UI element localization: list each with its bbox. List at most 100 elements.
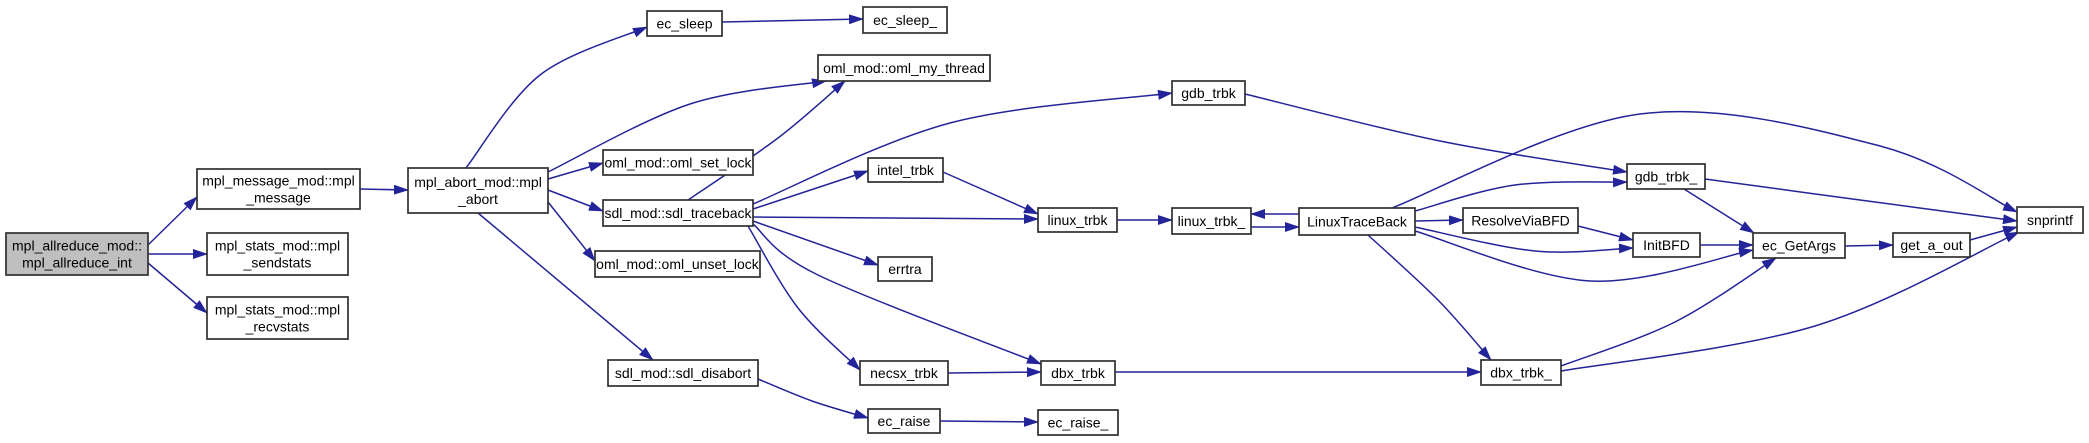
edge-mpl_abort-to-oml_unset_lock — [547, 201, 596, 262]
node-label: LinuxTraceBack — [1307, 214, 1408, 230]
edge-mpl_allreduce_int-to-mpl_recvstats — [147, 262, 208, 314]
node-label: mpl_abort_mod::mpl_abort — [414, 174, 542, 207]
node-box[interactable] — [859, 360, 949, 386]
node-box[interactable] — [1040, 360, 1116, 386]
node-label: ec_raise — [878, 413, 931, 429]
node-necsx_trbk[interactable]: necsx_trbk — [859, 360, 949, 386]
node-box — [5, 232, 149, 276]
node-label: ec_raise_ — [1048, 415, 1109, 431]
node-linux_trbk[interactable]: linux_trbk — [1037, 207, 1118, 233]
edge-sdl_traceback-to-oml_my_thread — [687, 80, 846, 201]
node-box[interactable] — [1171, 207, 1252, 235]
edge-LinuxTraceBack-to-ec_GetArgs — [1414, 230, 1754, 282]
node-ResolveViaBFD[interactable]: ResolveViaBFD — [1462, 207, 1579, 234]
node-label: sdl_mod::sdl_traceback — [604, 205, 752, 221]
node-label: dbx_trbk — [1051, 365, 1106, 381]
edge-LinuxTraceBack-to-gdb_trbk_ — [1414, 177, 1628, 212]
node-LinuxTraceBack[interactable]: LinuxTraceBack — [1298, 207, 1416, 236]
node-label: InitBFD — [1643, 237, 1690, 253]
node-label: oml_mod::oml_unset_lock — [596, 256, 760, 272]
node-label: mpl_stats_mod::mpl_recvstats — [215, 302, 340, 335]
edge-sdl_traceback-to-linux_trbk — [752, 213, 1039, 224]
node-label: errtra — [888, 261, 922, 277]
edge-LinuxTraceBack-to-InitBFD — [1414, 226, 1634, 254]
edge-mpl_abort-to-ec_sleep — [465, 26, 648, 169]
node-box[interactable] — [1037, 207, 1118, 233]
node-box[interactable] — [602, 149, 754, 176]
node-label: mpl_allreduce_mod::mpl_allreduce_int — [12, 238, 142, 271]
node-errtra[interactable]: errtra — [877, 256, 933, 282]
node-sdl_traceback[interactable]: sdl_mod::sdl_traceback — [602, 199, 754, 227]
node-snprintf[interactable]: snprintf — [2016, 206, 2084, 234]
node-box[interactable] — [1626, 163, 1706, 190]
node-box[interactable] — [1171, 80, 1246, 106]
node-label: ec_GetArgs — [1762, 238, 1836, 254]
edge-sdl_traceback-to-errtra — [752, 220, 879, 266]
node-dbx_trbk[interactable]: dbx_trbk — [1040, 360, 1116, 386]
node-label: get_a_out — [1900, 237, 1962, 253]
node-label: gdb_trbk — [1181, 85, 1236, 101]
node-ec_raise_[interactable]: ec_raise_ — [1037, 409, 1119, 436]
node-get_a_out[interactable]: get_a_out — [1892, 232, 1971, 258]
node-box[interactable] — [407, 167, 549, 214]
edge-sdl_traceback-to-gdb_trbk — [752, 89, 1173, 205]
edge-mpl_message-to-mpl_abort — [359, 184, 409, 195]
node-box[interactable] — [196, 168, 361, 210]
node-box[interactable] — [862, 6, 948, 34]
node-box[interactable] — [867, 157, 944, 183]
node-box[interactable] — [607, 359, 759, 387]
node-box[interactable] — [1480, 359, 1562, 386]
node-label: mpl_stats_mod::mpl_sendstats — [215, 238, 340, 271]
node-ec_sleep[interactable]: ec_sleep — [646, 10, 723, 37]
node-mpl_sendstats[interactable]: mpl_stats_mod::mpl_sendstats — [206, 232, 349, 276]
node-sdl_disabort[interactable]: sdl_mod::sdl_disabort — [607, 359, 759, 387]
node-oml_set_lock[interactable]: oml_mod::oml_set_lock — [602, 149, 754, 176]
node-box[interactable] — [1037, 409, 1119, 436]
node-label: oml_mod::oml_my_thread — [823, 60, 985, 76]
node-box[interactable] — [1462, 207, 1579, 234]
node-box[interactable] — [602, 199, 754, 227]
node-box[interactable] — [206, 296, 349, 340]
edge-ec_GetArgs-to-get_a_out — [1844, 240, 1894, 251]
node-box[interactable] — [867, 408, 941, 434]
node-label: intel_trbk — [877, 162, 935, 178]
node-box[interactable] — [2016, 206, 2084, 234]
node-gdb_trbk[interactable]: gdb_trbk — [1171, 80, 1246, 106]
node-InitBFD[interactable]: InitBFD — [1632, 232, 1701, 258]
node-box[interactable] — [877, 256, 933, 282]
node-mpl_recvstats[interactable]: mpl_stats_mod::mpl_recvstats — [206, 296, 349, 340]
node-mpl_message[interactable]: mpl_message_mod::mpl_message — [196, 168, 361, 210]
edge-ec_raise-to-ec_raise_ — [939, 416, 1039, 427]
node-label: linux_trbk_ — [1178, 213, 1246, 229]
node-box[interactable] — [594, 250, 761, 278]
node-label: dbx_trbk_ — [1490, 365, 1552, 381]
edge-ec_sleep-to-ec_sleep_ — [721, 14, 864, 25]
node-ec_raise[interactable]: ec_raise — [867, 408, 941, 434]
node-ec_GetArgs[interactable]: ec_GetArgs — [1752, 232, 1846, 259]
node-linux_trbk_[interactable]: linux_trbk_ — [1171, 207, 1252, 235]
node-box[interactable] — [1752, 232, 1846, 259]
node-label: ResolveViaBFD — [1471, 213, 1570, 229]
node-gdb_trbk_[interactable]: gdb_trbk_ — [1626, 163, 1706, 190]
node-oml_unset_lock[interactable]: oml_mod::oml_unset_lock — [594, 250, 761, 278]
edge-mpl_allreduce_int-to-mpl_message — [147, 196, 198, 246]
node-box[interactable] — [206, 232, 349, 276]
node-oml_my_thread[interactable]: oml_mod::oml_my_thread — [817, 54, 991, 82]
node-intel_trbk[interactable]: intel_trbk — [867, 157, 944, 183]
node-label: linux_trbk — [1048, 212, 1109, 228]
node-ec_sleep_[interactable]: ec_sleep_ — [862, 6, 948, 34]
node-label: sdl_mod::sdl_disabort — [615, 365, 751, 381]
node-box[interactable] — [817, 54, 991, 82]
node-mpl_allreduce_int: mpl_allreduce_mod::mpl_allreduce_int — [5, 232, 149, 276]
node-box[interactable] — [1298, 207, 1416, 236]
node-label: ec_sleep_ — [873, 12, 937, 28]
node-box[interactable] — [646, 10, 723, 37]
node-box[interactable] — [1892, 232, 1971, 258]
edge-mpl_abort-to-sdl_disabort — [477, 212, 654, 361]
node-box[interactable] — [1632, 232, 1701, 258]
node-mpl_abort[interactable]: mpl_abort_mod::mpl_abort — [407, 167, 549, 214]
node-dbx_trbk_[interactable]: dbx_trbk_ — [1480, 359, 1562, 386]
node-label: ec_sleep — [656, 16, 712, 32]
